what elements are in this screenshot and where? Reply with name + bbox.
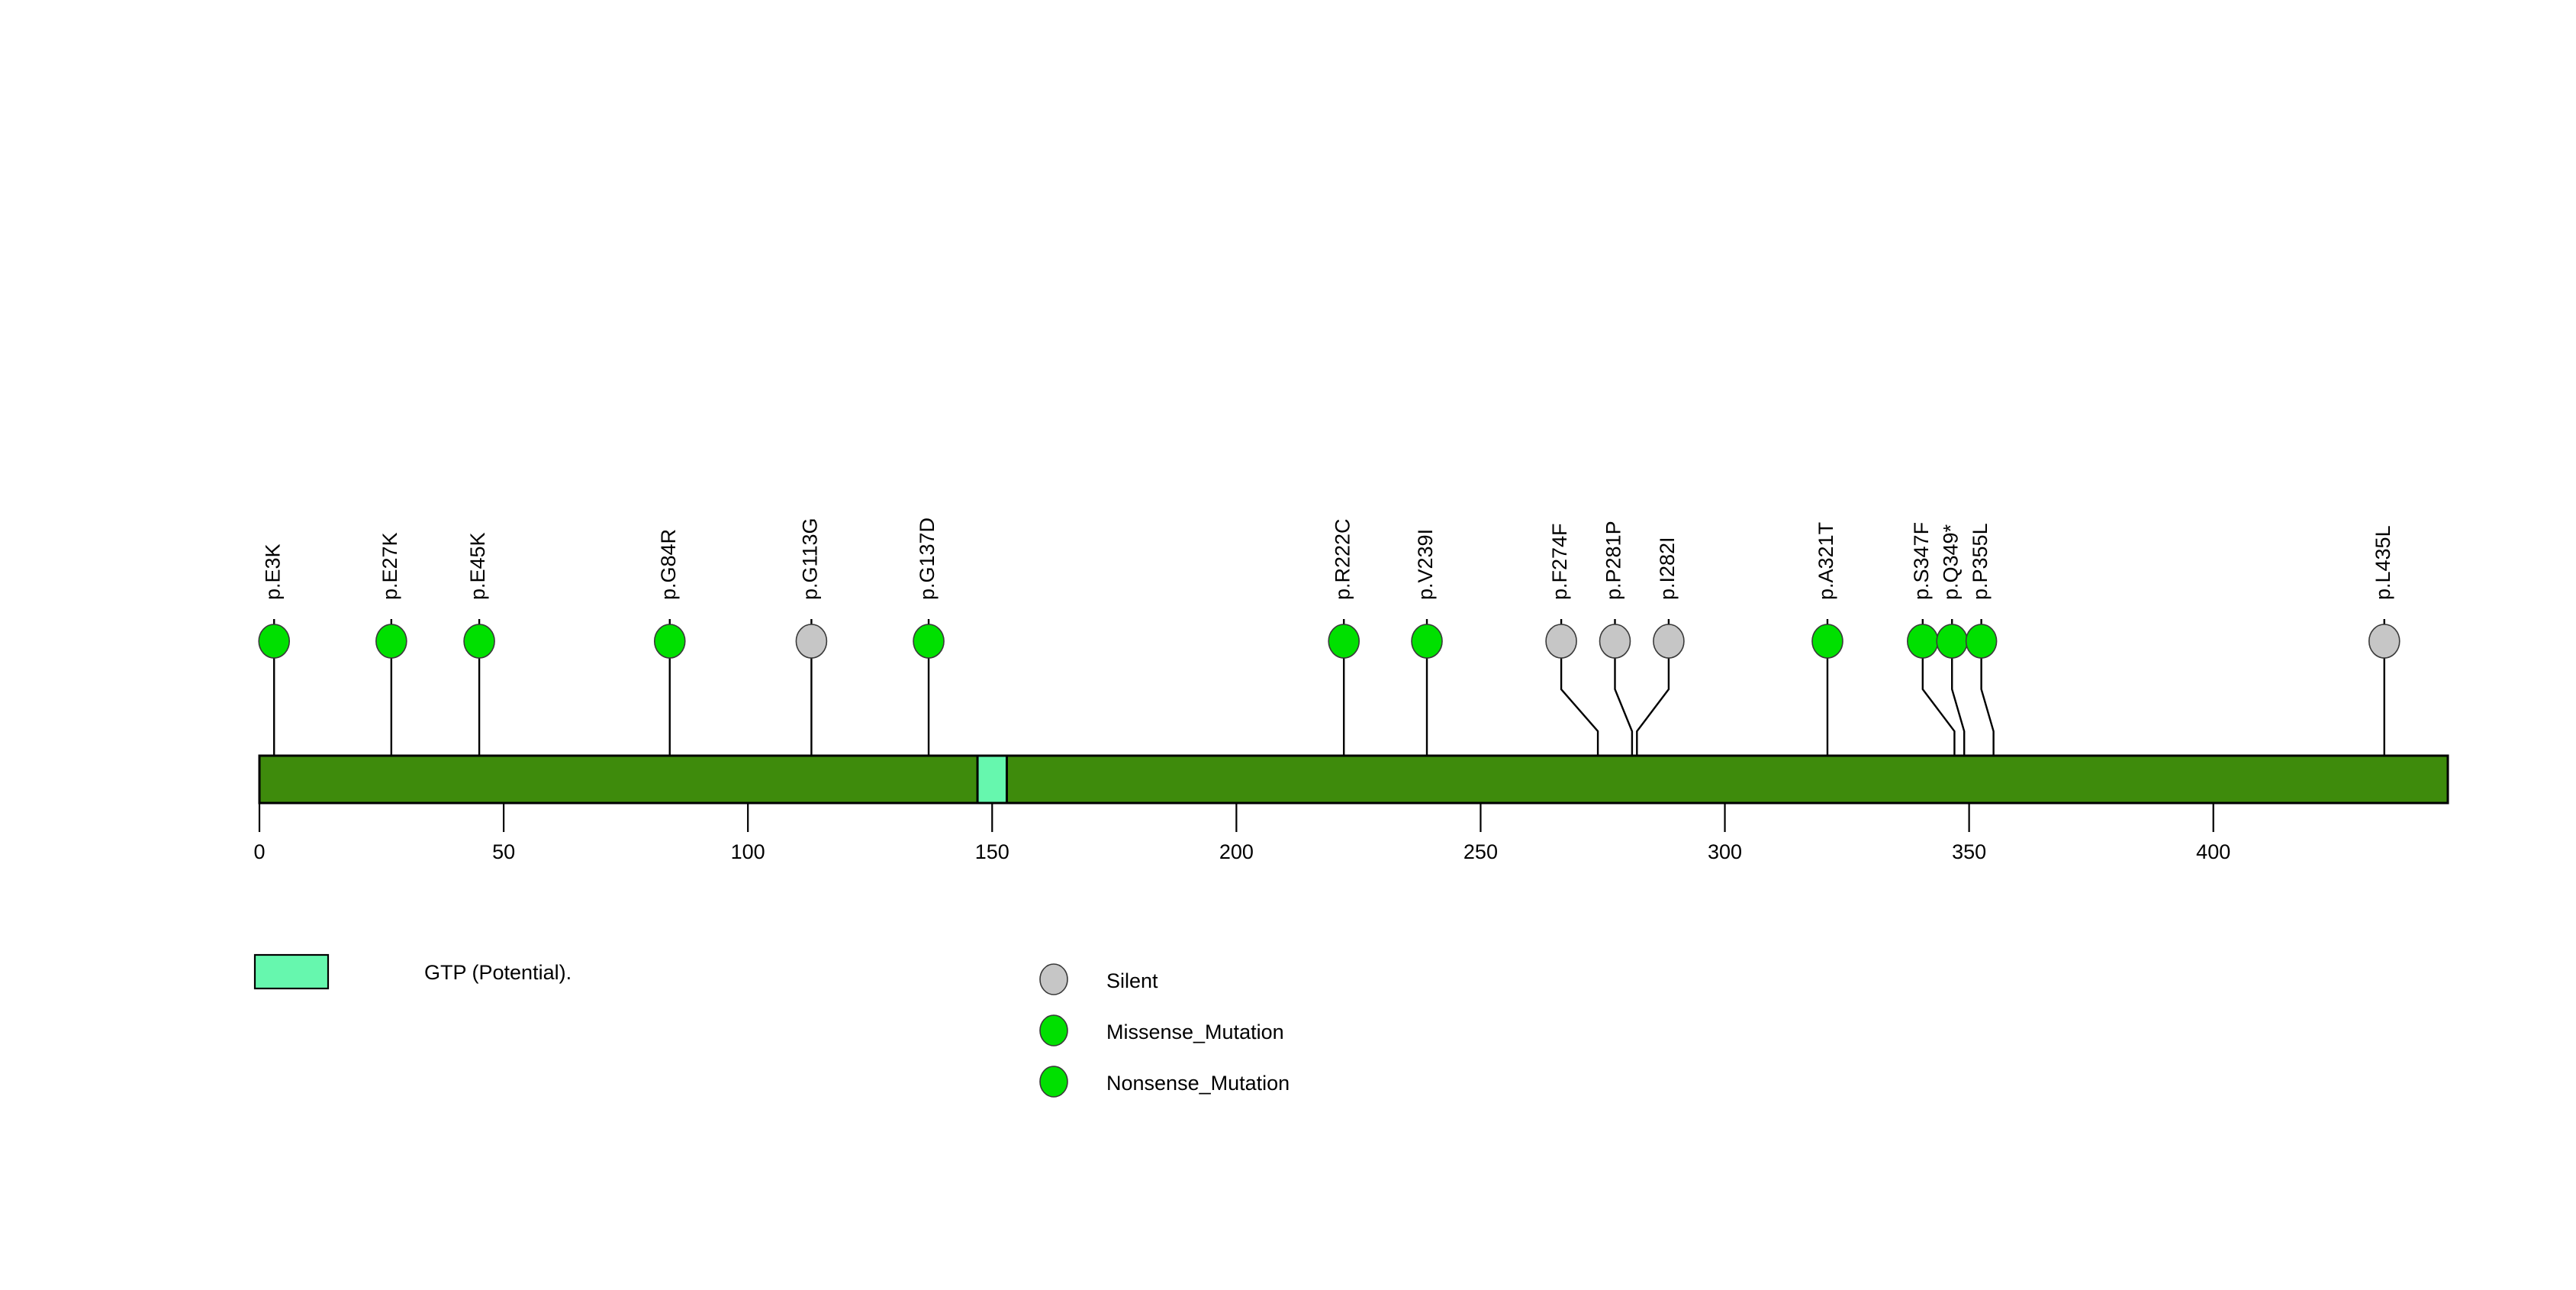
mutation-label: p.A321T [1814,522,1837,600]
mutation-marker[interactable]: p.L435L (Silent) [2368,624,2401,659]
x-axis-tick-label: 0 [253,840,265,863]
x-axis-tick-label: 100 [731,840,765,863]
mutation-label: p.P355L [1969,523,1992,600]
x-axis-tick-label: 350 [1952,840,1986,863]
legend-mutation-label: Missense_Mutation [1106,1021,1284,1043]
mutation-label: p.V239I [1414,529,1437,600]
legend-mutation-marker[interactable] [1039,1066,1068,1098]
mutation-marker[interactable]: p.F274F (Silent) [1545,624,1577,659]
mutation-label: p.R222C [1331,518,1354,600]
mutation-marker[interactable]: p.E27K (Missense_Mutation) [375,624,407,659]
mutation-label: p.G137D [916,518,939,600]
legend-mutation-marker[interactable] [1039,1014,1068,1047]
x-axis-layer: 0 50 100 150 200 250 300 350 400 [253,803,2230,863]
mutation-label: p.S347F [1910,522,1933,600]
legend-domain-swatch[interactable] [253,953,330,990]
legend-layer: GTP (Potential). SilentMissense_MutationN… [253,953,1290,1098]
x-axis-tick-label: 50 [492,840,515,863]
mutation-label: p.E45K [466,532,489,600]
mutation-label: p.F274F [1548,523,1571,600]
x-axis-tick-label: 250 [1463,840,1498,863]
mutation-label: p.L435L [2372,525,2394,600]
protein-domains-layer: GTP (Potential). [976,754,1008,805]
protein-backbone[interactable] [258,754,2449,805]
legend-mutation-marker[interactable] [1039,963,1068,995]
legend-domain-label: GTP (Potential). [424,961,572,984]
mutation-heads-layer: p.E3K (Missense_Mutation) p.E27K (Missens… [258,624,2401,659]
mutation-marker[interactable]: p.E3K (Missense_Mutation) [258,624,291,659]
legend-mutation-label: Nonsense_Mutation [1106,1072,1290,1095]
mutation-label: p.I282I [1656,537,1679,600]
mutation-marker[interactable]: p.V239I (Missense_Mutation) [1411,624,1443,659]
mutation-marker[interactable]: p.G84R (Missense_Mutation) [653,624,686,659]
mutation-label: p.Q349* [1939,524,1962,600]
x-axis-tick-label: 150 [975,840,1009,863]
legend-mutation-label: Silent [1106,969,1158,992]
protein-backbone-layer [258,754,2449,805]
mutation-marker[interactable]: p.R222C (Missense_Mutation) [1328,624,1360,659]
mutation-marker[interactable]: p.G113G (Silent) [795,624,828,659]
mutation-label: p.P281P [1602,521,1625,600]
mutation-label: p.E27K [378,532,401,600]
mutation-label: p.G113G [799,518,822,600]
mutation-marker[interactable]: p.Q349* (Nonsense_Mutation) [1936,624,1969,659]
mutation-marker[interactable]: p.G137D (Missense_Mutation) [913,624,945,659]
x-axis-tick-label: 400 [2196,840,2230,863]
mutation-marker[interactable]: p.S347F (Missense_Mutation) [1907,624,1939,659]
mutation-marker[interactable]: p.P281P (Silent) [1599,624,1631,659]
mutation-marker[interactable]: p.I282I (Silent) [1653,624,1685,659]
mutation-label: p.E3K [261,543,284,600]
x-axis-tick-label: 200 [1219,840,1254,863]
mutation-label: p.G84R [657,529,680,600]
mutation-marker[interactable]: p.P355L (Missense_Mutation) [1965,624,1998,659]
mutation-marker[interactable]: p.A321T (Missense_Mutation) [1811,624,1843,659]
mutation-labels-layer: p.E3K p.E27K p.E45K p.G84R p.G113G p.G137D p.R… [261,518,2394,600]
mutation-marker[interactable]: p.E45K (Missense_Mutation) [463,624,495,659]
protein-domain-gtp[interactable]: GTP (Potential). [976,754,1008,805]
x-axis-tick-label: 300 [1708,840,1742,863]
